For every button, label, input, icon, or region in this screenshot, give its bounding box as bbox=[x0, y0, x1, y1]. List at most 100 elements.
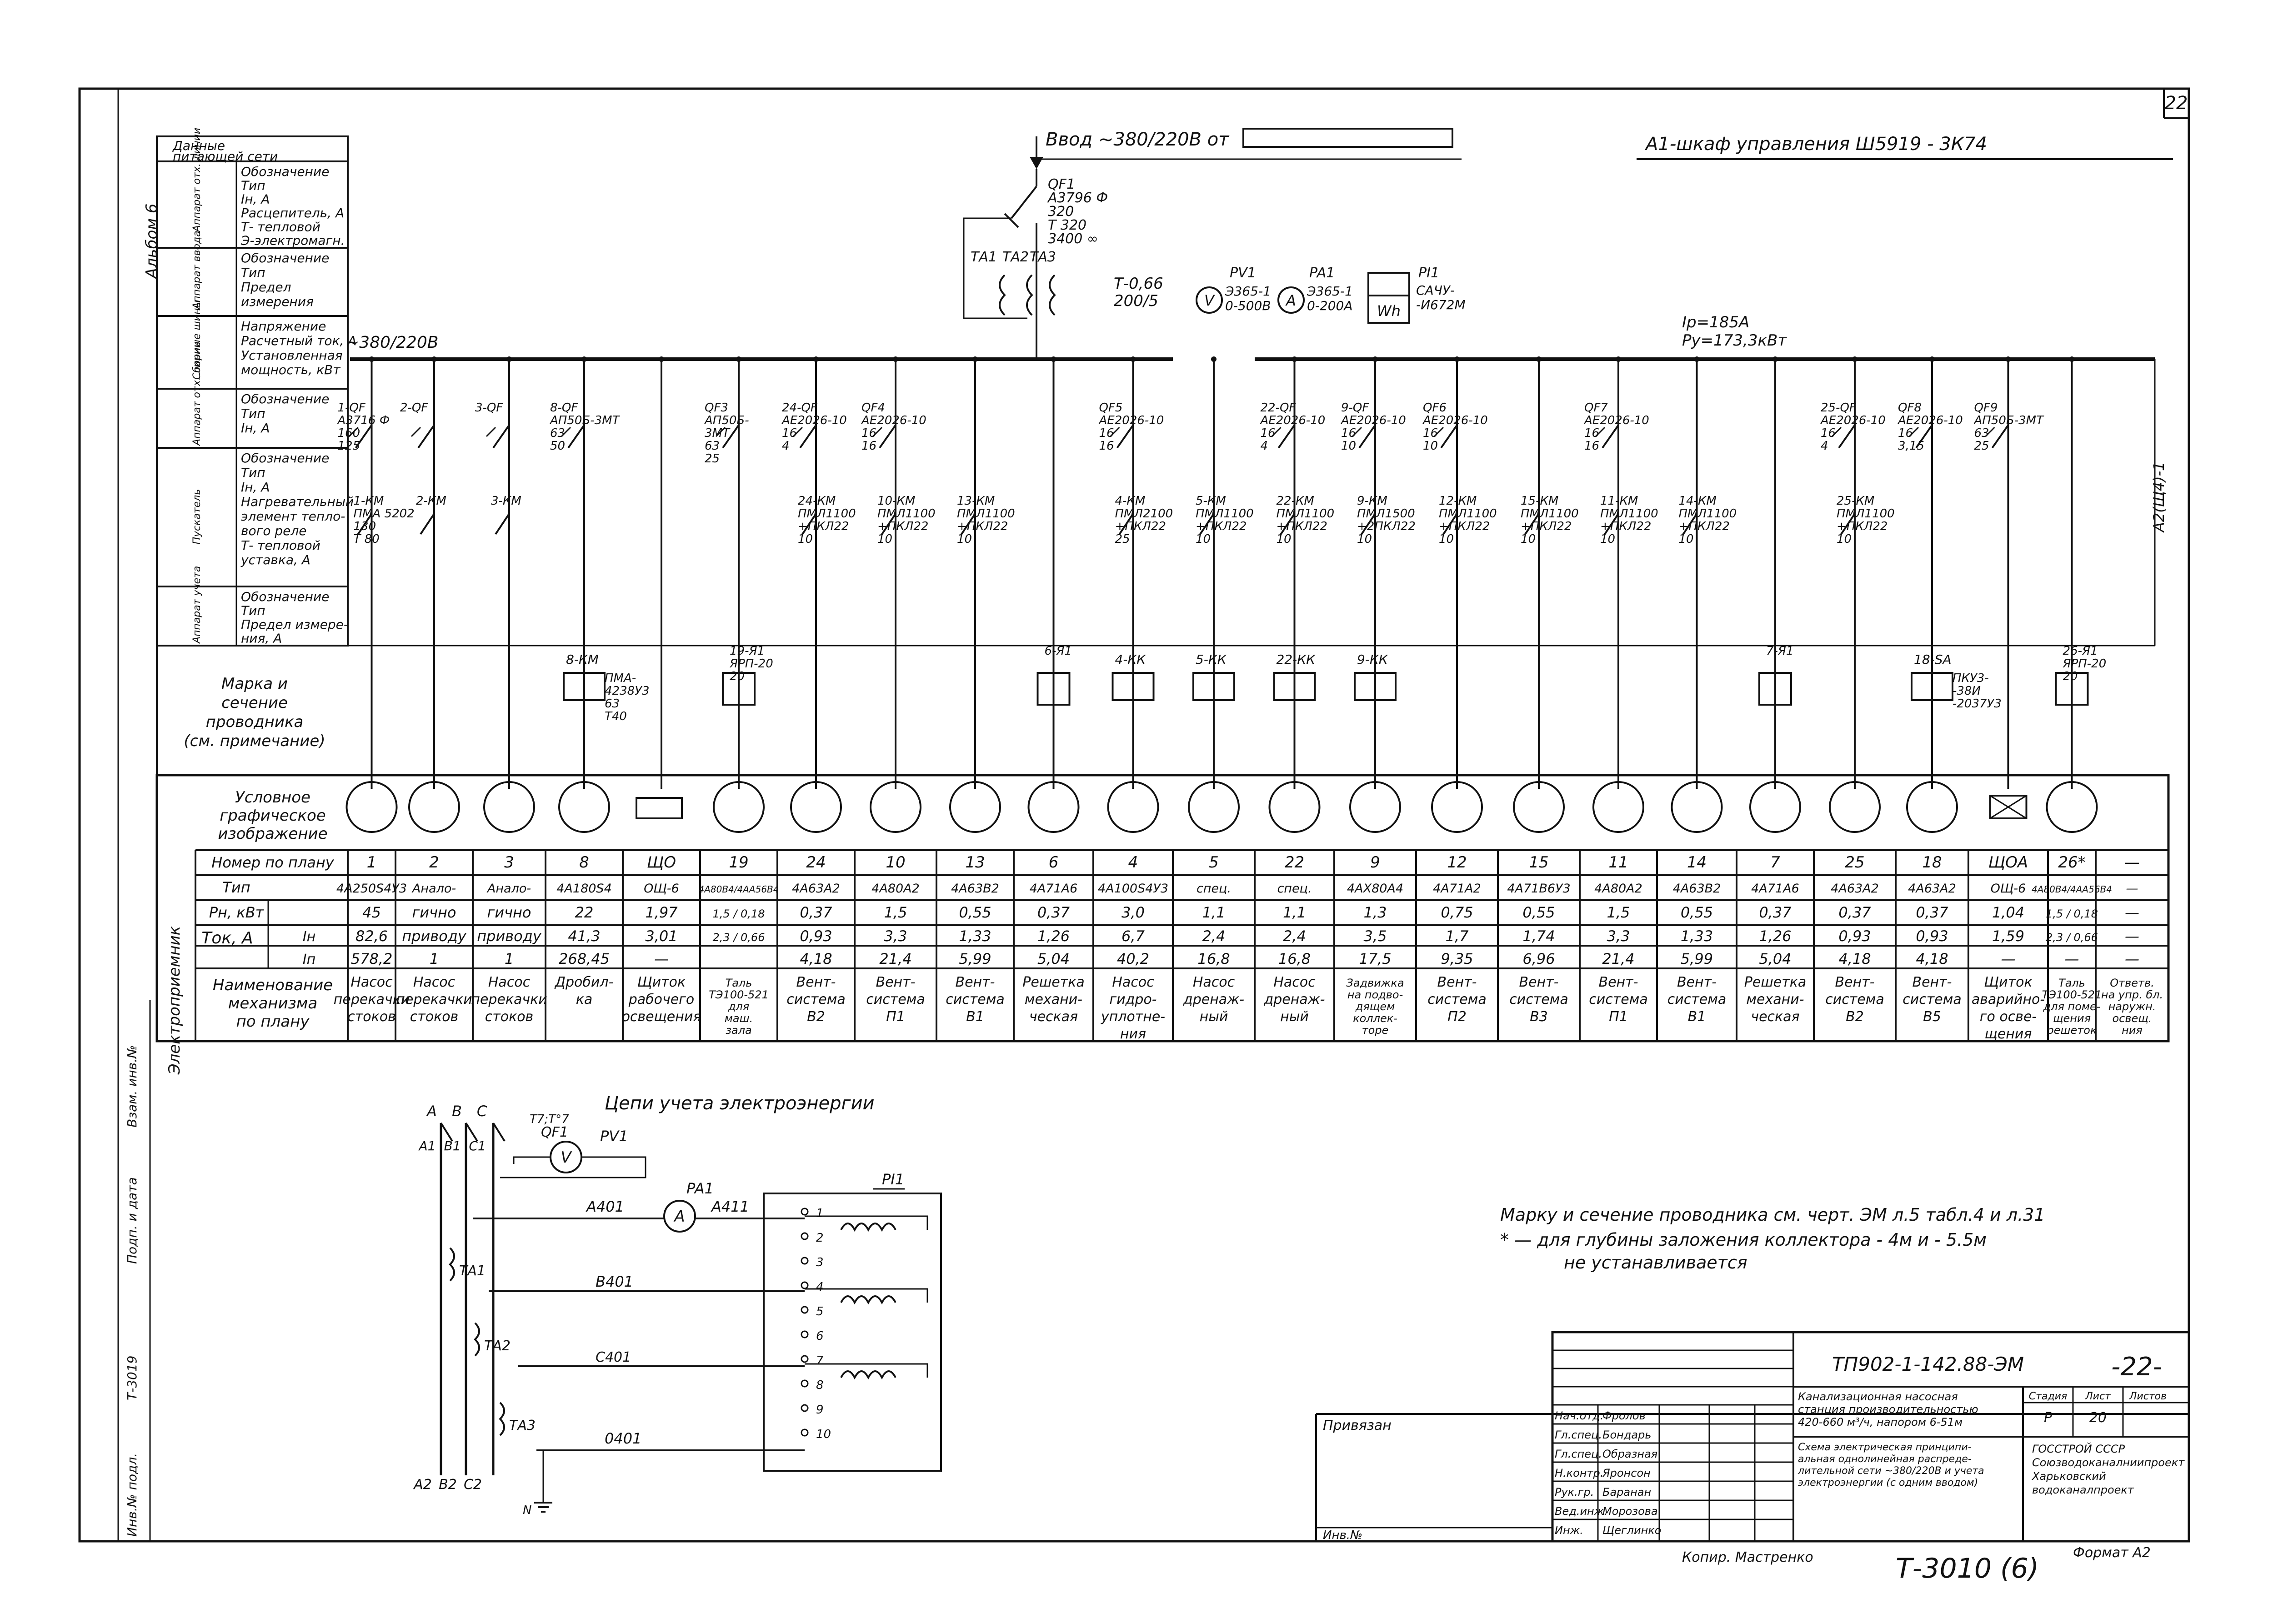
device-label: ЯРП-20 bbox=[729, 657, 773, 671]
breaker-label: 25 bbox=[705, 452, 720, 466]
voltmeter-range: 0-500В bbox=[1225, 298, 1271, 313]
cell-inom: 1,59 bbox=[1992, 927, 2024, 945]
relay-label: 63 bbox=[605, 697, 620, 711]
breaker-mark bbox=[1352, 426, 1362, 437]
staff-role: Рук.гр. bbox=[1555, 1486, 1594, 1499]
cell-istart: 21,4 bbox=[879, 950, 911, 967]
cell-istart: 5,99 bbox=[1681, 950, 1713, 967]
cell-inom: 1,7 bbox=[1446, 927, 1469, 945]
cell-name: стоков bbox=[410, 1009, 458, 1025]
bus-tap-dot bbox=[2005, 356, 2011, 362]
breaker-label: 16 bbox=[1584, 426, 1599, 440]
cell-name: В2 bbox=[1846, 1009, 1864, 1025]
ct-name: ТА1 bbox=[971, 249, 997, 265]
motor-circle bbox=[1671, 781, 1723, 833]
bus-tap-dot bbox=[736, 356, 741, 362]
cell-name: дренаж- bbox=[1263, 992, 1325, 1007]
starter-label: 25-КМ bbox=[1837, 494, 1874, 508]
starter-label: +ПКЛ22 bbox=[1600, 520, 1651, 533]
cell-power: 45 bbox=[362, 904, 381, 921]
device-label: 20 bbox=[2063, 670, 2078, 683]
ammeter-name: PA1 bbox=[1309, 265, 1335, 281]
row-label-istart: Iп bbox=[303, 952, 315, 967]
relay-label: 4-КК bbox=[1115, 652, 1147, 667]
cell-number: 6 bbox=[1049, 853, 1059, 872]
cell-istart: 268,45 bbox=[559, 950, 610, 967]
cell-number: 19 bbox=[729, 853, 748, 872]
cell-name: Таль bbox=[2058, 977, 2085, 989]
starter-label: 10 bbox=[1439, 532, 1454, 546]
ct-winding bbox=[1049, 274, 1056, 316]
bus-installed-power: Ру=173,3кВт bbox=[1682, 331, 1787, 350]
privyazan-label: Привязан bbox=[1323, 1418, 1392, 1434]
pa-name: PA1 bbox=[686, 1180, 714, 1197]
left-vertical-label: Аппарат учета bbox=[191, 566, 203, 644]
cell-name: ТЭ100-521 bbox=[2042, 988, 2102, 1001]
bus-tap-dot bbox=[1616, 356, 1621, 362]
bus-tap-dot bbox=[1292, 356, 1297, 362]
breaker-label: 16 bbox=[1099, 426, 1114, 440]
breaker-label: АЕ2026-10 bbox=[781, 414, 847, 427]
starter-label: +ПКЛ22 bbox=[1679, 520, 1730, 533]
cell-type: 4А80А2 bbox=[871, 882, 920, 896]
feeder-column: 24-QFАЕ2026-1016424-КМПМЛ1100+ПКЛ2210244… bbox=[781, 356, 856, 1025]
cell-inom: 82,6 bbox=[355, 927, 388, 945]
relay-label: 9-КК bbox=[1357, 652, 1388, 667]
cell-name: освещения bbox=[622, 1009, 701, 1025]
note-line: * — для глубины заложения коллектора - 4… bbox=[1500, 1230, 1987, 1250]
pv-lead bbox=[500, 1156, 646, 1178]
starter-label: 10 bbox=[798, 532, 813, 546]
sheet-description: лительной сети ~380/220В и учета bbox=[1797, 1465, 1984, 1477]
device-label: 26-Я1 bbox=[2063, 644, 2098, 658]
electroreceiver-table: ЭлектроприемникУсловноеграфическоеизобра… bbox=[155, 774, 2170, 1075]
starter-contact bbox=[1604, 513, 1619, 535]
cell-type: 4А80В4/4АА56В4 bbox=[2032, 884, 2112, 895]
cell-number: 22 bbox=[1285, 853, 1304, 872]
cell-inom: 2,3 / 0,66 bbox=[713, 931, 765, 944]
main-breaker-label: 3400 ∞ bbox=[1048, 231, 1098, 247]
terminal-number: 2 bbox=[816, 1231, 824, 1245]
cell-name: Насос bbox=[488, 974, 531, 990]
pv-symbol: V bbox=[561, 1148, 572, 1167]
staff-name: Образная bbox=[1602, 1448, 1657, 1460]
left-header-text: вого реле bbox=[241, 523, 307, 538]
feeder-column: 6-Я164А71А60,371,265,04Решеткамехани-чес… bbox=[1022, 356, 1085, 1025]
phase-label: B bbox=[452, 1103, 462, 1120]
bus-tap-dot bbox=[369, 356, 375, 362]
cell-number: 24 bbox=[806, 853, 826, 872]
notes: Марку и сечение проводника см. черт. ЭМ … bbox=[1500, 1205, 2045, 1273]
cell-number: 1 bbox=[367, 853, 377, 872]
cell-name: ческая bbox=[1751, 1009, 1799, 1025]
starter-label: ПМЛ1100 bbox=[1600, 507, 1658, 521]
breaker-contact bbox=[1838, 424, 1856, 449]
feeder-column: 9-QFАЕ2026-1016109-КМПМЛ1500+2ПКЛ22109-К… bbox=[1340, 356, 1416, 1037]
sheet-description: альная однолинейная распреде- bbox=[1798, 1454, 1972, 1465]
starter-label: +2ПКЛ22 bbox=[1357, 520, 1416, 533]
left-header-text: Тип bbox=[241, 178, 265, 193]
cell-name: зала bbox=[726, 1024, 752, 1037]
terminal-number: 9 bbox=[816, 1403, 824, 1417]
left-header-text: Тип bbox=[241, 406, 265, 421]
device-label: ЯРП-20 bbox=[2063, 657, 2107, 671]
staff-name: Морозова bbox=[1602, 1505, 1658, 1518]
cell-name: В1 bbox=[1688, 1009, 1706, 1025]
left-header-text: Iн, А bbox=[241, 192, 270, 207]
cell-power: 1,5 / 0,18 bbox=[713, 907, 765, 920]
cell-istart: — bbox=[654, 950, 669, 967]
cell-name: Насос bbox=[1193, 974, 1235, 990]
cell-istart: 16,8 bbox=[1278, 950, 1311, 967]
row-label-type: Тип bbox=[222, 879, 250, 896]
cell-type: 4А71А6 bbox=[1751, 882, 1799, 896]
cell-name: решеток bbox=[2047, 1024, 2097, 1037]
breaker-contact bbox=[1602, 424, 1619, 449]
device-label: 19-Я1 bbox=[730, 644, 765, 658]
breaker-label: 10 bbox=[1341, 439, 1356, 453]
breaker-label: 8-QF bbox=[550, 401, 578, 415]
cell-type: 4А71А2 bbox=[1433, 882, 1481, 896]
bus-tap-dot bbox=[972, 356, 978, 362]
cell-power: 1,1 bbox=[1283, 904, 1306, 921]
starter-contact bbox=[881, 513, 896, 535]
breaker-contact bbox=[417, 424, 435, 449]
cell-name: Таль bbox=[726, 977, 752, 989]
